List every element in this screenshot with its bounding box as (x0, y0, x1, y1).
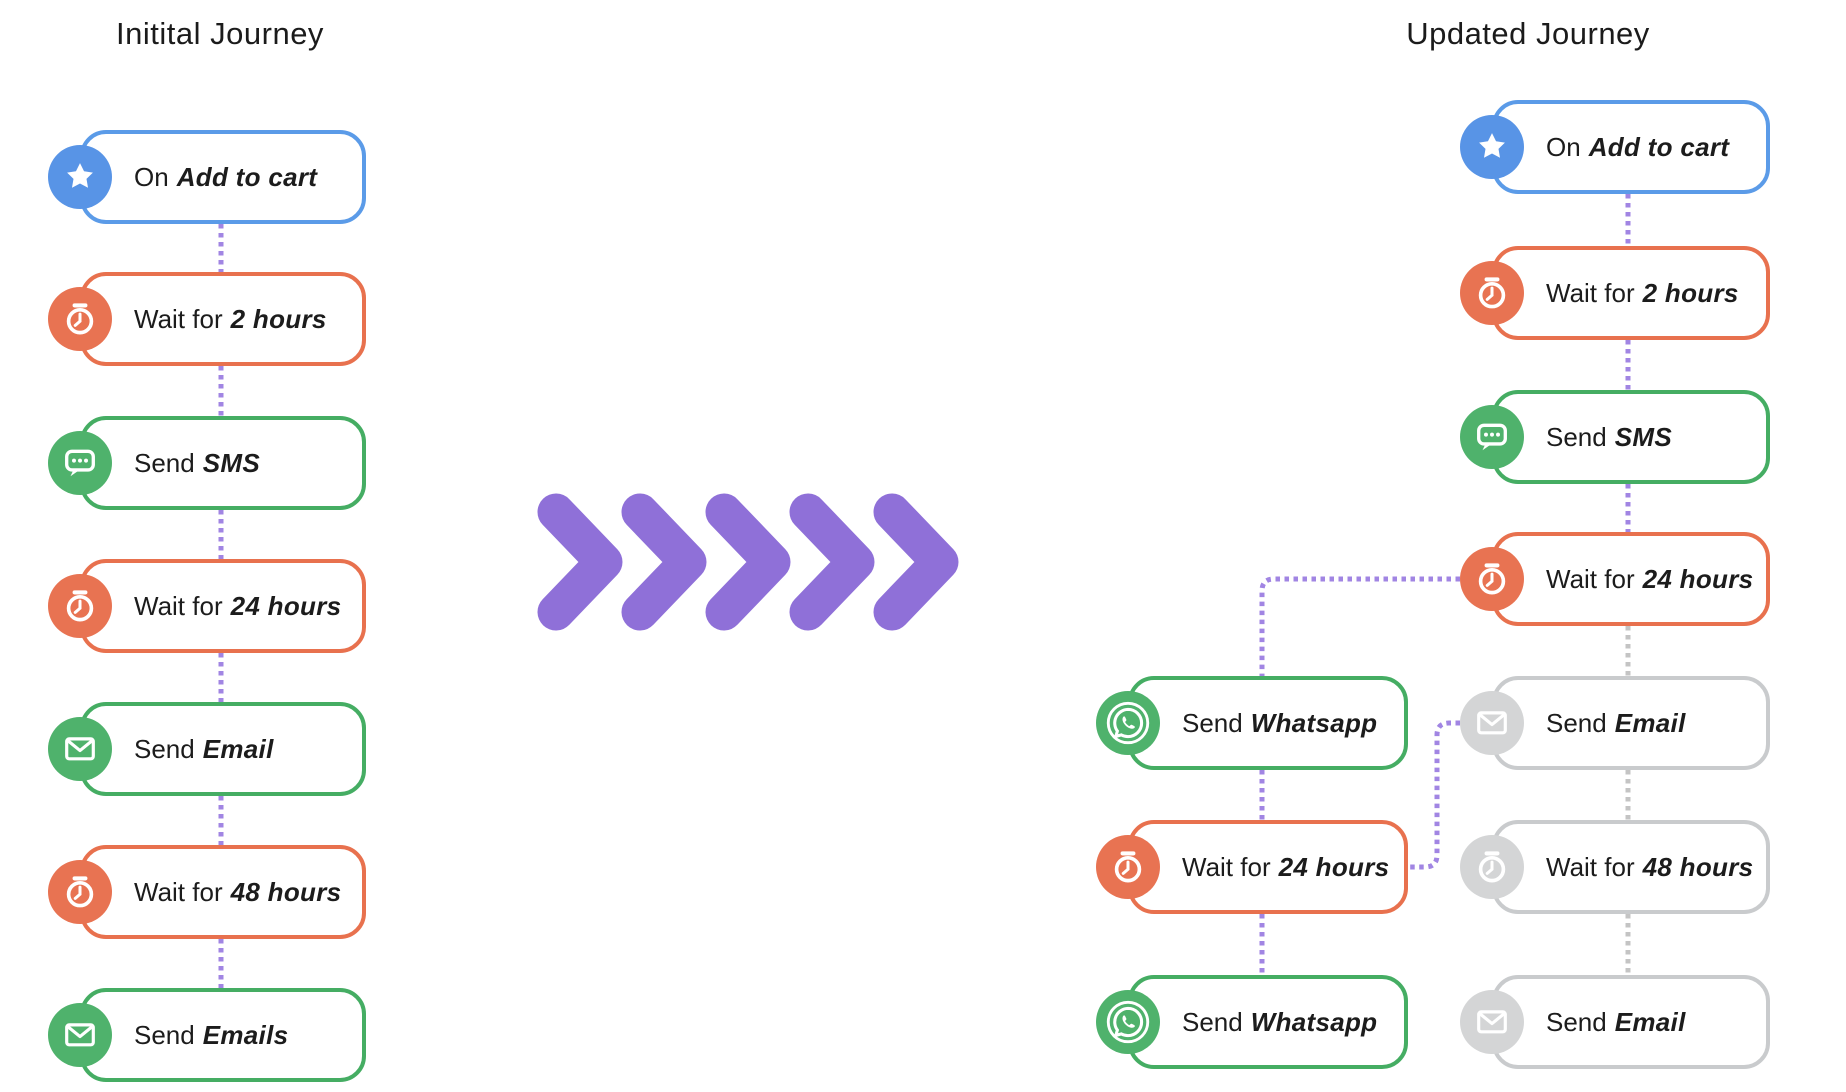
timer-icon (1096, 835, 1160, 899)
timer-icon (1460, 547, 1524, 611)
timer-icon (1460, 261, 1524, 325)
star-icon (1460, 115, 1524, 179)
timer-icon (48, 287, 112, 351)
whatsapp-icon (1096, 691, 1160, 755)
whatsapp-icon (1096, 990, 1160, 1054)
star-icon (48, 145, 112, 209)
sms-icon (48, 431, 112, 495)
sms-icon (1460, 405, 1524, 469)
timer-icon (1460, 835, 1524, 899)
email-icon (48, 717, 112, 781)
timer-icon (48, 574, 112, 638)
email-icon (1460, 990, 1524, 1054)
initial-journey-title: Initital Journey (116, 16, 324, 51)
timer-icon (48, 860, 112, 924)
email-icon (48, 1003, 112, 1067)
updated-journey-title: Updated Journey (1406, 16, 1650, 51)
email-icon (1460, 691, 1524, 755)
transition-chevrons-icon (537, 493, 959, 631)
